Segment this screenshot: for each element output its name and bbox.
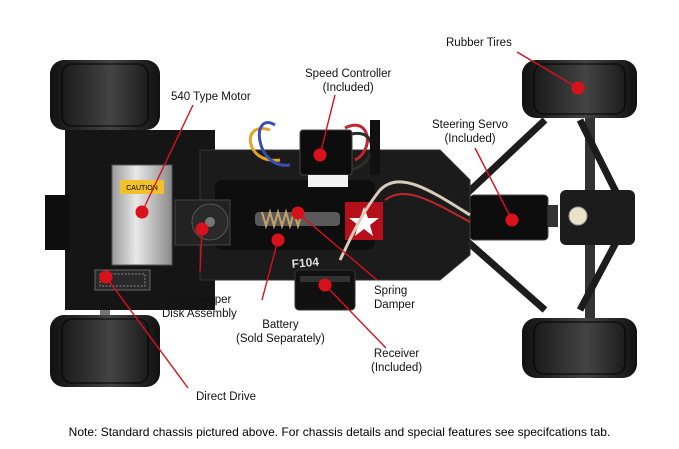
- label-steering-servo-line1: Steering Servo: [432, 119, 509, 131]
- label-battery-line2: (Sold Separately): [236, 333, 325, 345]
- label-battery: Battery (Sold Separately): [236, 318, 325, 346]
- label-direct-drive: Direct Drive: [196, 391, 257, 403]
- rear-tire-top: [50, 60, 160, 130]
- label-roll-damper-line1: Roll Damper: [167, 294, 232, 306]
- label-battery-line1: Battery: [262, 319, 299, 331]
- label-receiver: Receiver (Included): [371, 347, 422, 375]
- label-steering-servo-line2: (Included): [444, 133, 496, 145]
- roll-damper-disk: [174, 199, 231, 246]
- label-rubber-tires: Rubber Tires: [446, 37, 512, 49]
- label-receiver-line2: (Included): [371, 362, 423, 374]
- footnote: Note: Standard chassis pictured above. F…: [68, 425, 611, 439]
- label-receiver-line1: Receiver: [373, 348, 420, 360]
- callout-dots: [99, 81, 585, 292]
- rear-wing-mount: [45, 195, 70, 250]
- label-roll-damper-line2: Disk Assembly: [162, 308, 237, 320]
- label-spring-damper: Spring Damper: [374, 284, 415, 312]
- label-steering-servo: Steering Servo (Included): [432, 118, 508, 146]
- label-spring-damper-line2: Damper: [374, 299, 415, 311]
- chassis-decal: F104: [291, 255, 320, 271]
- servo-wires: [338, 180, 471, 261]
- servo-saver: [568, 206, 588, 226]
- label-speed-controller-line1: Speed Controller: [305, 68, 392, 80]
- front-suspension: [457, 117, 624, 313]
- label-speed-controller-line2: (Included): [322, 82, 374, 94]
- callout-lines: [105, 51, 579, 389]
- label-motor: 540 Type Motor: [171, 91, 251, 103]
- label-speed-controller: Speed Controller (Included): [305, 67, 391, 95]
- rear-tire-bottom: [50, 315, 160, 387]
- tamiya-star-decal: [345, 202, 383, 240]
- label-spring-damper-line1: Spring: [374, 285, 408, 297]
- motor-warning-label: CAUTION: [126, 185, 158, 192]
- front-bulkhead: [560, 190, 635, 245]
- label-roll-damper: Roll Damper Disk Assembly: [162, 293, 237, 321]
- front-tire-bottom: [522, 318, 637, 378]
